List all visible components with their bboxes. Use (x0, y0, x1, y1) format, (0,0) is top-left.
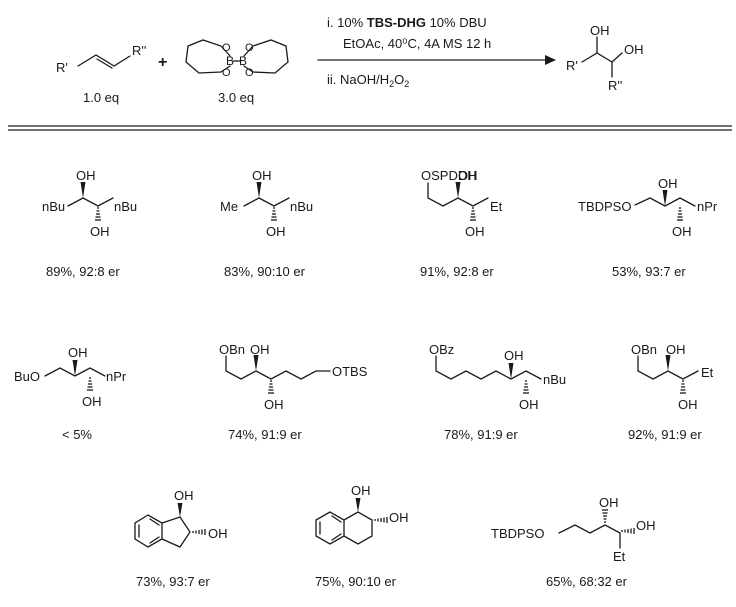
entry-structure-9: OH OH (134, 488, 228, 548)
entry-label: OH (519, 397, 539, 412)
entry-result: 73%, 93:7 er (136, 574, 210, 589)
entry-structure-3: OSPDDH OH OH Et (421, 168, 503, 239)
alkene-r2-label: R'' (132, 43, 146, 58)
entry-label: Me (220, 199, 238, 214)
entry-result: 83%, 90:10 er (224, 264, 306, 279)
entry-result: 92%, 91:9 er (628, 427, 702, 442)
entry-result: 74%, 91:9 er (228, 427, 302, 442)
entry-result: 78%, 91:9 er (444, 427, 518, 442)
entry-label: OH (82, 394, 102, 409)
entry-label: nPr (697, 199, 718, 214)
entry-label: nBu (290, 199, 313, 214)
entry-label: OH (389, 510, 409, 525)
entry-structure-1: OH OH nBu nBu (42, 168, 137, 239)
entry-result: 75%, 90:10 er (315, 574, 397, 589)
alkene-equiv-label: 1.0 eq (83, 90, 119, 105)
entry-result: 53%, 93:7 er (612, 264, 686, 279)
diboron-equiv-label: 3.0 eq (218, 90, 254, 105)
entry-label: OH (76, 168, 96, 183)
diboron-b-label: B (226, 54, 234, 68)
entry-label: nBu (114, 199, 137, 214)
entry-structure-10: OH OH (315, 483, 409, 545)
entry-label: OTBS (332, 364, 368, 379)
entry-structure-7: OBz OH OH nBu (429, 342, 566, 412)
entry-label: OH (264, 397, 284, 412)
diboron-b-label: B (239, 54, 247, 68)
diboron-o-label: O (222, 67, 231, 79)
entry-structure-2: OH OH Me nBu (220, 168, 313, 239)
entry-label: OH (208, 526, 228, 541)
entry-label: Et (490, 199, 503, 214)
entry-structure-6: OBn OH OH OTBS (219, 342, 368, 412)
entry-label: OH (252, 168, 272, 183)
entry-label: OH (504, 348, 524, 363)
entry-label: OBn (631, 342, 657, 357)
entry-structure-8: OBn OH OH Et (631, 342, 714, 412)
entry-label: nPr (106, 369, 127, 384)
reagent-diboron: O O O O B B 3.0 eq (185, 39, 289, 105)
entry-label: OH (666, 342, 686, 357)
reaction-arrow (317, 55, 556, 65)
entry-label: Et (701, 365, 714, 380)
entry-result: 89%, 92:8 er (46, 264, 120, 279)
condition-step2: ii. NaOH/H2O2 (327, 72, 409, 89)
entry-result: 65%, 68:32 er (546, 574, 628, 589)
entry-label: OH (351, 483, 371, 498)
entry-label: TBDPSO (491, 526, 544, 541)
reaction-conditions: i. 10% TBS-DHG 10% DBU EtOAc, 40⁰C, 4A M… (327, 15, 491, 89)
entry-label: OH (599, 495, 619, 510)
entry-label: OBn (219, 342, 245, 357)
alkene-r1-label: R' (56, 60, 68, 75)
product-oh-label: OH (590, 23, 610, 38)
entry-label: nBu (42, 199, 65, 214)
condition-step1-line2: EtOAc, 40⁰C, 4A MS 12 h (343, 36, 491, 51)
entry-label: OH (672, 224, 692, 239)
entry-label: OSPDDH (421, 168, 477, 183)
product-diol: OH OH R' R'' (566, 23, 644, 93)
entry-label: TBDPSO (578, 199, 631, 214)
diboron-o-label: O (222, 42, 231, 54)
entry-label: OH (68, 345, 88, 360)
entry-label: OH (658, 176, 678, 191)
entry-result: < 5% (62, 427, 92, 442)
entry-label: nBu (543, 372, 566, 387)
entry-structure-5: BuO OH OH nPr (14, 345, 127, 409)
entry-label: OH (90, 224, 110, 239)
diboron-o-label: O (245, 42, 254, 54)
entry-label: OH (250, 342, 270, 357)
entry-result: 91%, 92:8 er (420, 264, 494, 279)
entry-label: Et (613, 549, 626, 564)
entry-label: OH (678, 397, 698, 412)
diboron-o-label: O (245, 67, 254, 79)
entry-label: OH (458, 168, 478, 183)
entry-label: OH (266, 224, 286, 239)
entry-label: OH (465, 224, 485, 239)
reactant-alkene: R' R'' 1.0 eq (56, 43, 146, 105)
entry-label: OBz (429, 342, 454, 357)
entry-label: OH (174, 488, 194, 503)
product-r1-label: R' (566, 58, 578, 73)
condition-step1: i. 10% TBS-DHG 10% DBU (327, 15, 487, 30)
product-r2-label: R'' (608, 78, 622, 93)
entry-structure-4: TBDPSO OH OH nPr (578, 176, 718, 239)
entry-structure-11: TBDPSO OH OH Et (491, 495, 656, 564)
product-oh-label: OH (624, 42, 644, 57)
entry-label: OH (636, 518, 656, 533)
plus-sign: + (158, 54, 167, 71)
entry-label: BuO (14, 369, 40, 384)
